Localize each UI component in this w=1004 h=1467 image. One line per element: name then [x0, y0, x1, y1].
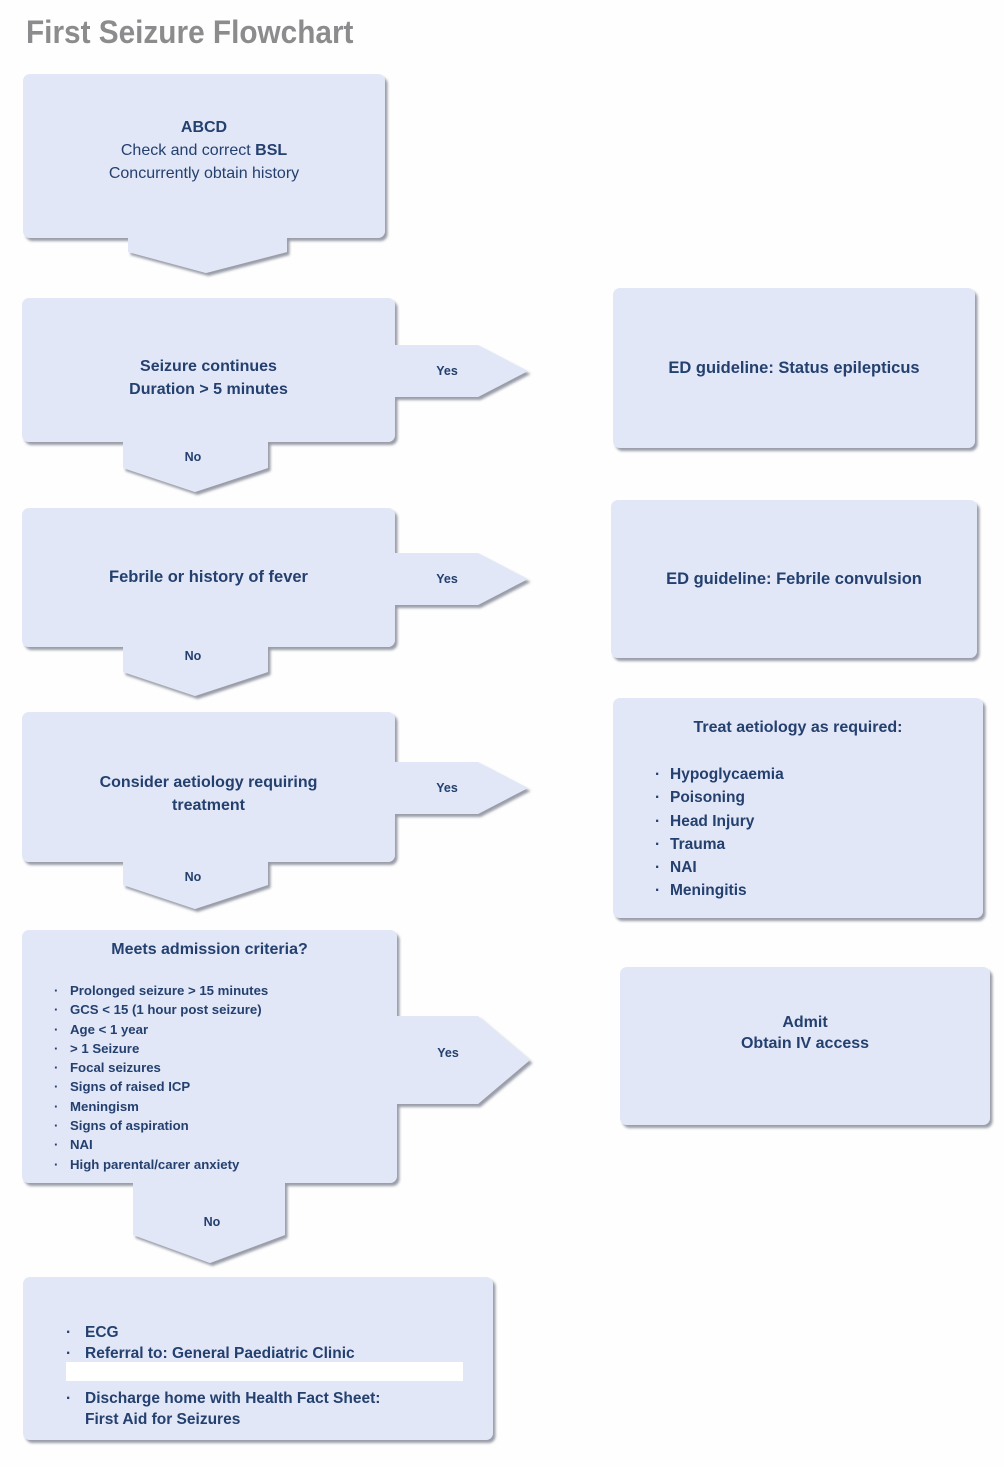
list-item: ·GCS < 15 (1 hour post seizure) [54, 1000, 397, 1019]
bullet-icon: · [54, 983, 59, 998]
list-item: ·Meningitis [655, 879, 983, 902]
no-arrow-shape [133, 1177, 285, 1263]
febrile-convulsion-box [611, 500, 977, 658]
start-line1: ABCD [180, 118, 228, 136]
node-start: ABCD Check and correct BSL Concurrently … [23, 74, 385, 238]
list-item: ·Signs of aspiration [54, 1116, 397, 1135]
list-item: ·Discharge home with Health Fact Sheet:F… [66, 1390, 381, 1428]
start-line3: Concurrently obtain history [108, 164, 300, 182]
yes-arrow-shape [390, 553, 528, 605]
no-label: No [203, 1215, 221, 1229]
bullet-icon: · [54, 1021, 59, 1037]
aetiology-box [22, 712, 395, 862]
bullet-icon: · [54, 1002, 59, 1018]
list-item: ·High parental/carer anxiety [54, 1155, 397, 1174]
node-status-epilepticus: ED guideline: Status epilepticus [668, 358, 920, 377]
node-admission-shape [22, 930, 530, 1263]
node-status-epilepticus-shape [613, 288, 975, 448]
admit-box [620, 967, 990, 1125]
page-title: First Seizure Flowchart [26, 14, 354, 50]
no-label: No [184, 450, 202, 464]
list-item: ·Meningism [54, 1097, 397, 1116]
treat-aetiology-heading: Treat aetiology as required: [693, 719, 903, 736]
node-discharge: ·ECG ·Referral to: General Paediatric Cl… [23, 1277, 493, 1440]
list-item: ·Referral to: General Paediatric Clinic [66, 1345, 355, 1362]
bullet-icon: · [655, 812, 661, 830]
node-admit: Admit Obtain IV access [740, 1014, 870, 1052]
bullet-icon: · [655, 835, 661, 853]
list-item: ·Focal seizures [54, 1058, 397, 1077]
node-discharge-shape [23, 1277, 493, 1440]
node-treat-aetiology-shape [613, 698, 983, 918]
list-item: ·ECG [66, 1324, 119, 1341]
bullet-icon: · [54, 1060, 59, 1076]
no-arrow-shape [123, 436, 268, 492]
node-admission-criteria: Meets admission criteria? ·Prolonged sei… [22, 930, 397, 1183]
admission-criteria-list: ·Prolonged seizure > 15 minutes ·GCS < 1… [22, 981, 397, 1174]
bullet-icon: · [66, 1345, 72, 1362]
discharge-box [23, 1277, 493, 1440]
list-item: ·Poisoning [655, 786, 983, 809]
list-item: ·Signs of raised ICP [54, 1077, 397, 1096]
treat-aetiology-box [613, 698, 983, 918]
bullet-icon: · [54, 1079, 59, 1095]
node-aetiology: Consider aetiology requiring treatment [99, 774, 318, 814]
node-treat-aetiology: Treat aetiology as required: ·Hypoglycae… [613, 698, 983, 918]
node-start-shape [23, 74, 385, 273]
node-seizure-continues: Seizure continues Duration > 5 minutes [129, 358, 288, 398]
yes-label: Yes [436, 572, 458, 586]
bullet-icon: · [54, 1118, 59, 1134]
list-item: ·NAI [655, 856, 983, 879]
yes-arrow-shape [390, 762, 528, 814]
no-arrow-shape [123, 641, 268, 696]
yes-label: Yes [437, 1046, 459, 1060]
list-item: ·Head Injury [655, 810, 983, 833]
bullet-icon: · [54, 1040, 59, 1056]
yes-arrow-shape [392, 1016, 530, 1104]
status-epilepticus-box [613, 288, 975, 448]
down-arrow-shape [128, 232, 287, 273]
bullet-icon: · [54, 1156, 59, 1172]
list-item: ·Hypoglycaemia [655, 763, 983, 786]
yes-label: Yes [436, 364, 458, 378]
bullet-icon: · [655, 789, 661, 807]
list-item: ·NAI [54, 1135, 397, 1154]
start-box [23, 74, 385, 238]
list-item: ·Trauma [655, 833, 983, 856]
node-febrile-shape [22, 508, 528, 696]
seizure-box [22, 298, 395, 442]
no-label: No [184, 870, 202, 884]
list-item: ·Age < 1 year [54, 1020, 397, 1039]
node-aetiology-shape [22, 712, 528, 909]
no-arrow-shape [123, 856, 268, 909]
admission-box [22, 930, 397, 1183]
yes-label: Yes [436, 781, 458, 795]
febrile-box [22, 508, 395, 647]
bullet-icon: · [655, 859, 661, 877]
node-febrile-convulsion: ED guideline: Febrile convulsion [666, 569, 922, 588]
bullet-icon: · [54, 1098, 59, 1114]
admission-heading: Meets admission criteria? [111, 941, 308, 958]
node-febrile-convulsion-shape [611, 500, 977, 658]
bullet-icon: · [66, 1324, 72, 1341]
list-item: ·Prolonged seizure > 15 minutes [54, 981, 397, 1000]
yes-arrow-shape [390, 345, 528, 397]
redaction-band [66, 1362, 463, 1381]
bullet-icon: · [655, 882, 661, 900]
no-label: No [184, 649, 202, 663]
start-line2: Check and correct BSL [120, 141, 288, 159]
bullet-icon: · [54, 1137, 59, 1153]
bullet-icon: · [66, 1390, 72, 1407]
bullet-icon: · [655, 766, 661, 783]
node-febrile: Febrile or history of fever [109, 568, 308, 586]
list-item: ·> 1 Seizure [54, 1039, 397, 1058]
node-seizure-shape [22, 298, 528, 492]
treat-aetiology-list: ·Hypoglycaemia ·Poisoning ·Head Injury ·… [613, 763, 983, 903]
node-admit-shape [620, 967, 990, 1125]
